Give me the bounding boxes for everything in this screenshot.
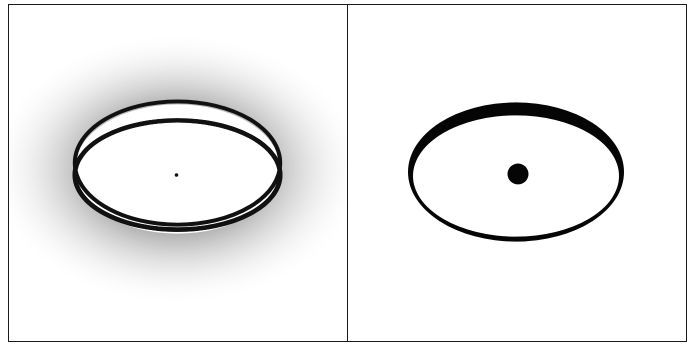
- left-panel-graphic: [9, 5, 347, 341]
- center-dot-small: [175, 173, 179, 177]
- center-dot-large: [508, 164, 529, 185]
- right-panel: [348, 5, 686, 341]
- right-panel-graphic: [348, 5, 686, 341]
- two-panel-figure: [8, 4, 687, 342]
- left-panel: [9, 5, 348, 341]
